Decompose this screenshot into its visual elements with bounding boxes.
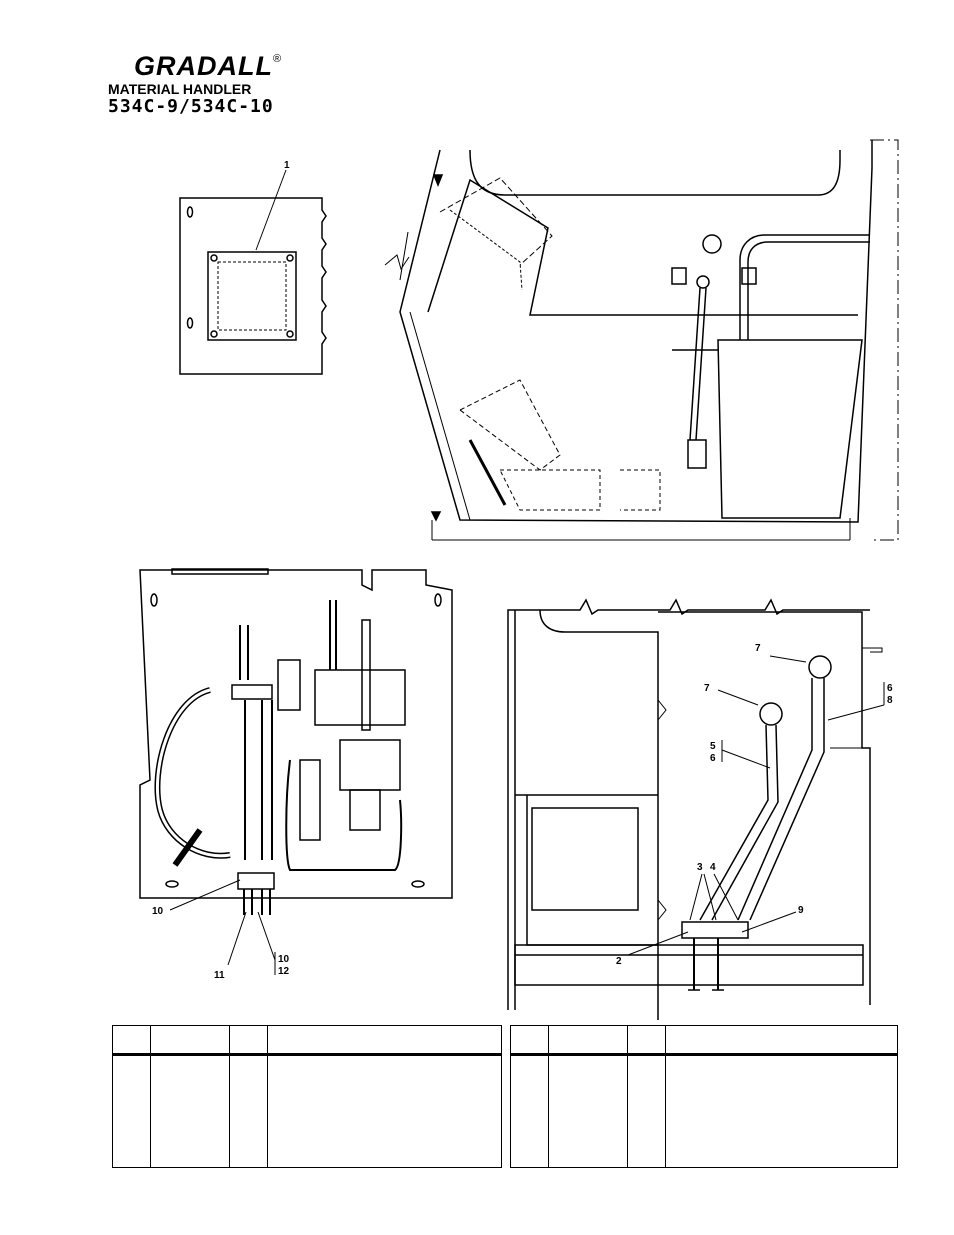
table-cell <box>510 1054 549 1168</box>
table-header-cell <box>510 1025 549 1056</box>
table-header-cell <box>229 1025 268 1056</box>
table-header-cell <box>627 1025 666 1056</box>
callout-7a: 7 <box>704 683 710 694</box>
table-cell <box>267 1054 502 1168</box>
table-header-row <box>510 1025 898 1056</box>
callout-9: 9 <box>798 905 804 916</box>
callout-4: 4 <box>710 862 716 873</box>
table-cell <box>150 1054 230 1168</box>
callout-10b: 10 <box>278 954 290 965</box>
callout-6a: 6 <box>710 753 716 764</box>
table-header-cell <box>267 1025 502 1056</box>
table-row <box>112 1054 502 1168</box>
parts-table-right <box>510 1025 898 1168</box>
table-header-row <box>112 1025 502 1056</box>
table-cell <box>112 1054 151 1168</box>
cover-plate-view: 1 <box>179 160 327 375</box>
parts-table-left <box>112 1025 502 1168</box>
callout-12: 12 <box>278 966 290 977</box>
callout-10a: 10 <box>152 906 164 917</box>
callout-6b: 6 <box>887 683 893 694</box>
brand-name: GRADALL <box>134 51 273 81</box>
table-header-cell <box>112 1025 151 1056</box>
table-cell <box>665 1054 898 1168</box>
callout-11: 11 <box>214 970 225 981</box>
callout-2: 2 <box>616 956 622 967</box>
callout-5: 5 <box>710 741 716 752</box>
table-cell <box>229 1054 268 1168</box>
callout-3: 3 <box>697 862 703 873</box>
table-row <box>510 1054 898 1168</box>
document-header: GRADALL® MATERIAL HANDLER 534C-9/534C-10 <box>108 44 308 117</box>
table-header-cell <box>665 1025 898 1056</box>
table-cell <box>548 1054 628 1168</box>
callout-8: 8 <box>887 695 893 706</box>
table-header-cell <box>150 1025 230 1056</box>
callout-1: 1 <box>284 160 290 171</box>
product-subtitle: MATERIAL HANDLER <box>108 81 252 97</box>
table-cell <box>627 1054 666 1168</box>
cab-view <box>384 139 899 541</box>
registered-mark: ® <box>272 53 283 65</box>
control-levers-view: 7 7 6 8 5 6 3 4 2 9 <box>507 598 893 1020</box>
callout-7b: 7 <box>755 643 761 654</box>
table-header-cell <box>548 1025 628 1056</box>
hydraulic-panel-view: 10 11 10 12 <box>139 568 453 981</box>
model-number: 534C-9/534C-10 <box>108 96 274 117</box>
brand-logo: GRADALL® <box>134 44 308 81</box>
